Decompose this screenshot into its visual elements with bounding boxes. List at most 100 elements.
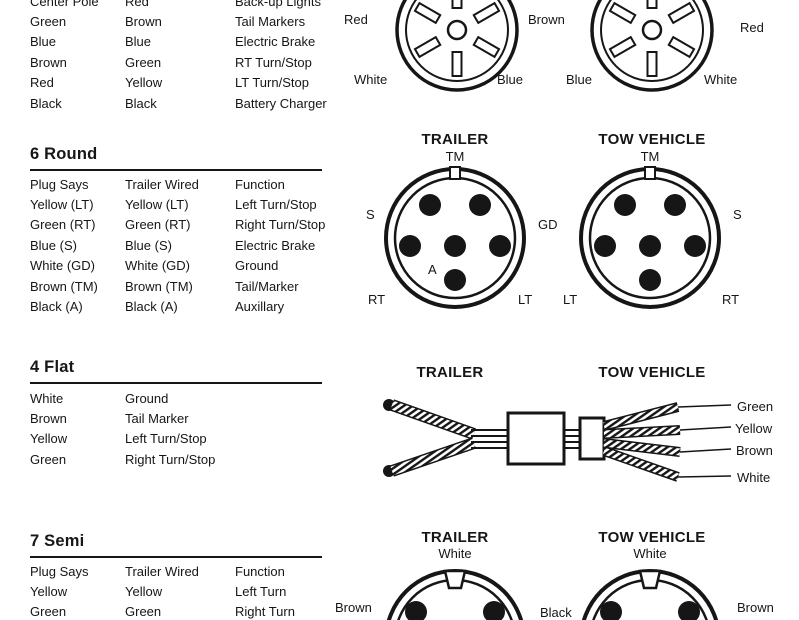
table-cell: Blue (S) (30, 237, 77, 253)
six-round-tow-connector (579, 166, 721, 309)
table-cell: Back-up Lights (235, 0, 321, 9)
table-cell: Yellow (125, 75, 163, 91)
pin-label-lt: LT (563, 292, 578, 307)
tow-vehicle-heading: TOW VEHICLE (598, 529, 706, 546)
wire-color-label: Yellow (735, 421, 773, 436)
column-header: Function (235, 563, 285, 579)
table-cell: Center Pole (30, 0, 99, 9)
table-row: Green (RT) Green (RT) Right Turn/Stop (30, 215, 325, 235)
table-cell: Black (30, 95, 62, 111)
pin-label-rt: RT (368, 292, 386, 307)
column-header: Trailer Wired (125, 563, 199, 579)
table-cell: Yellow (30, 584, 68, 600)
table-header-row: Plug Says Trailer Wired Function (30, 561, 295, 581)
pin-label-tm: TM (640, 149, 660, 164)
trailer-heading: TRAILER (416, 364, 484, 381)
table-cell: Blue (S) (125, 237, 172, 253)
table-cell: Yellow (LT) (125, 197, 189, 213)
table-cell: Blue (30, 34, 57, 50)
table-row: Yellow Yellow Left Turn (30, 581, 295, 601)
wire-color-label: Red (344, 12, 368, 27)
table-row: Yellow (LT) Yellow (LT) Left Turn/Stop (30, 194, 325, 214)
table-cell: Right Turn (235, 604, 295, 620)
pin-label-white: White (438, 546, 472, 561)
pin-label-white: White (633, 546, 667, 561)
table-row: Yellow Left Turn/Stop (30, 429, 215, 449)
seven-semi-table: Plug Says Trailer Wired Function Yellow … (30, 561, 295, 620)
six-round-trailer-connector (384, 166, 526, 309)
table-row: Center Pole Red Back-up Lights (30, 0, 327, 11)
wire-color-label: White (354, 72, 388, 87)
wire-color-label: Blue (497, 72, 524, 87)
table-cell: Brown (30, 54, 67, 70)
four-flat-table: White Ground Brown Tail Marker Yellow Le… (30, 388, 215, 470)
section-rule (30, 556, 322, 558)
wire-color-label: Blue (566, 72, 593, 87)
pin-label-s: S (733, 207, 742, 222)
table-row: White (GD) White (GD) Ground (30, 256, 325, 276)
trailer-heading: TRAILER (421, 131, 489, 148)
section-heading-6-round: 6 Round (30, 145, 98, 163)
wire-color-label: White (704, 72, 738, 87)
tow-vehicle-heading: TOW VEHICLE (598, 364, 706, 381)
seven-semi-trailer-connector (386, 569, 524, 620)
six-round-table: Plug Says Trailer Wired Function Yellow … (30, 174, 325, 317)
seven-semi-tow-connector (581, 569, 719, 620)
pin-label-a: A (428, 262, 437, 277)
pin-label-black: Black (540, 605, 572, 620)
table-cell: Left Turn (235, 584, 287, 600)
table-cell: Green (125, 604, 162, 620)
table-cell: Ground (125, 390, 169, 406)
table-cell: Tail Markers (235, 14, 306, 30)
table-row: Brown Green RT Turn/Stop (30, 52, 327, 72)
table-cell: Black (A) (125, 299, 178, 315)
pin-label-gd: GD (538, 217, 558, 232)
pin-label-s: S (366, 207, 375, 222)
four-flat-connector-drawing (383, 399, 732, 482)
table-cell: White (GD) (30, 258, 95, 274)
table-cell: Green (RT) (30, 217, 96, 233)
table-cell: Yellow (30, 431, 68, 447)
table-cell: Ground (235, 258, 279, 274)
table-cell: Black (A) (30, 299, 83, 315)
table-row: Black Black Battery Charger (30, 93, 327, 113)
table-cell: Tail/Marker (235, 278, 299, 294)
table-cell: Green (125, 54, 162, 70)
table-cell: Blue (125, 34, 152, 50)
table-cell: White (GD) (125, 258, 190, 274)
table-cell: Red (125, 0, 149, 9)
pin-label-brown: Brown (737, 600, 774, 615)
table-cell: Yellow (125, 584, 163, 600)
table-cell: White (30, 390, 64, 406)
table-header-row: Plug Says Trailer Wired Function (30, 174, 325, 194)
column-header: Function (235, 176, 285, 192)
table-cell: Auxillary (235, 299, 285, 315)
table-cell: Brown (TM) (30, 278, 98, 294)
table-row: Green Green Right Turn (30, 602, 295, 620)
table-cell: Battery Charger (235, 95, 327, 111)
trailer-heading: TRAILER (421, 529, 489, 546)
section-heading-4-flat: 4 Flat (30, 358, 75, 376)
table-row: Green Right Turn/Stop (30, 449, 215, 469)
section-heading-7-semi: 7 Semi (30, 532, 85, 550)
table-cell: Brown (125, 14, 162, 30)
seven-round-trailer-connector (395, 0, 519, 92)
table-cell: Green (30, 451, 67, 467)
wire-color-label: Brown (736, 443, 773, 458)
table-cell: Electric Brake (235, 34, 316, 50)
table-row: White Ground (30, 388, 215, 408)
table-cell: Brown (TM) (125, 278, 193, 294)
section-rule (30, 169, 322, 171)
table-cell: Red (30, 75, 54, 91)
table-cell: Left Turn/Stop (235, 197, 317, 213)
table-cell: Right Turn/Stop (235, 217, 326, 233)
table-cell: RT Turn/Stop (235, 54, 312, 70)
table-row: Green Brown Tail Markers (30, 11, 327, 31)
table-row: Red Yellow LT Turn/Stop (30, 73, 327, 93)
column-header: Plug Says (30, 563, 89, 579)
table-row: Brown (TM) Brown (TM) Tail/Marker (30, 276, 325, 296)
wire-color-label: Brown (528, 12, 565, 27)
tow-vehicle-heading: TOW VEHICLE (598, 131, 706, 148)
pin-label-lt: LT (518, 292, 533, 307)
